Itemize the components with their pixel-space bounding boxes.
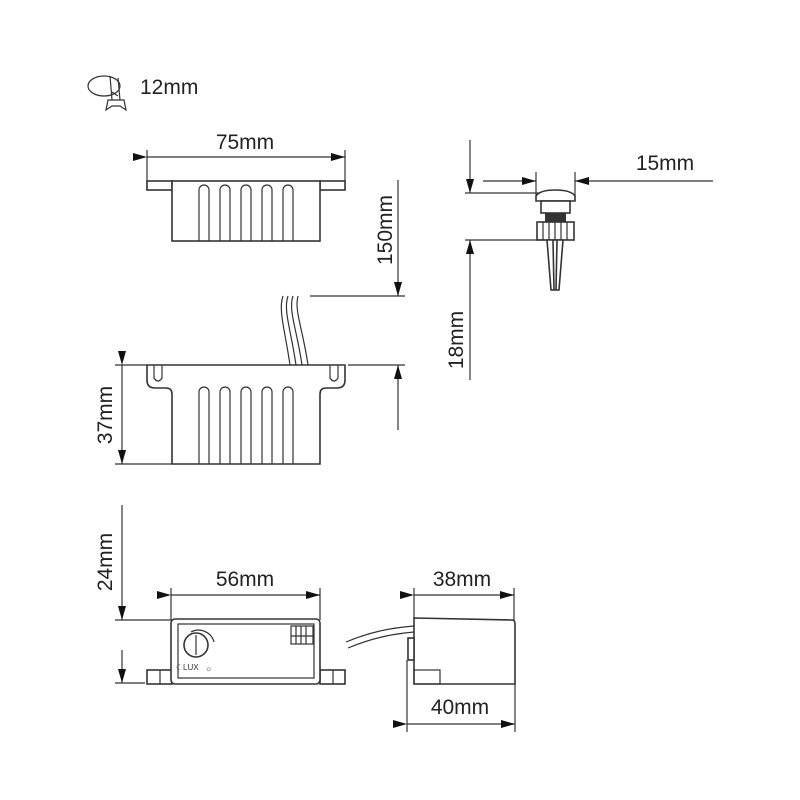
sun-icon: ☼: [205, 664, 212, 673]
sensor-head: [535, 189, 576, 291]
mount-depth-label: 12mm: [140, 76, 198, 99]
side-height-label: 37mm: [94, 386, 117, 444]
lux-label: LUX: [183, 663, 199, 672]
box-width-label: 56mm: [216, 568, 274, 591]
side-view-housing: [146, 295, 346, 465]
top-width-label: 75mm: [216, 131, 274, 154]
end-bottom-width-label: 40mm: [431, 696, 489, 719]
recessed-mount-icon: [87, 75, 127, 112]
end-top-width-label: 38mm: [433, 568, 491, 591]
sensor-diameter-label: 15mm: [636, 152, 694, 175]
dip-switch: [290, 625, 314, 645]
box-height-label: 24mm: [94, 533, 117, 591]
vent-slot: [198, 184, 210, 241]
cable-wires: [280, 295, 309, 366]
vent-slot: [240, 386, 252, 464]
moon-icon: ☾: [176, 663, 183, 672]
sensor-length-label: 18mm: [445, 311, 468, 369]
vent-slot: [219, 184, 231, 241]
vent-slot: [261, 184, 273, 241]
vent-slot: [219, 386, 231, 464]
vent-slot: [198, 386, 210, 464]
vent-slot: [282, 386, 294, 464]
vent-slot: [240, 184, 252, 241]
end-view-box: [345, 617, 516, 685]
cable-length-label: 150mm: [374, 195, 397, 265]
vent-slot: [282, 184, 294, 241]
vent-slot: [261, 386, 273, 464]
top-view-housing: [133, 150, 346, 242]
control-box: LUX ☾ ☼: [146, 618, 346, 685]
